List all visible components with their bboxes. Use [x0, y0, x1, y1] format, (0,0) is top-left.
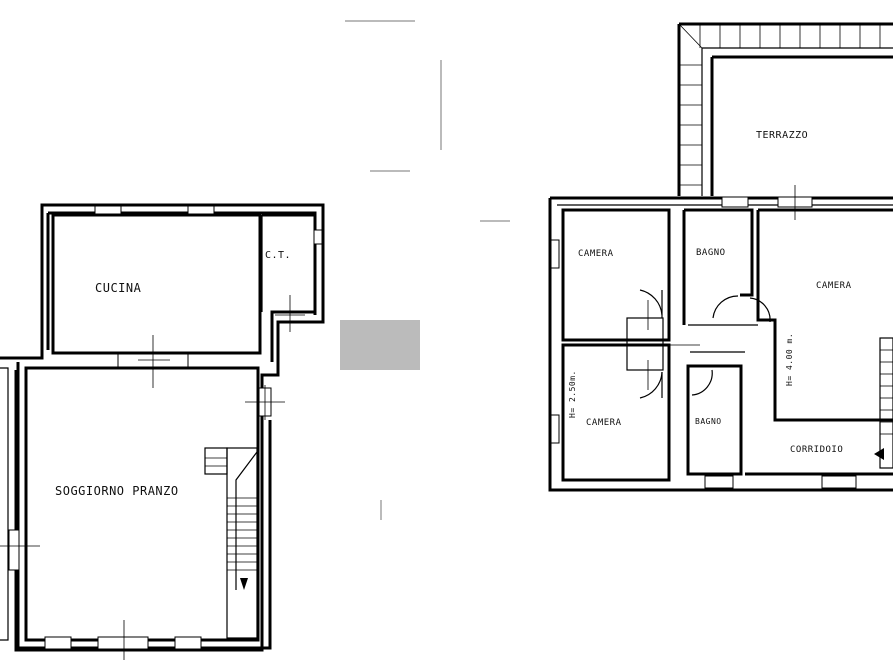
room-label-ct: C.T. [265, 250, 291, 261]
height-label-250: H= 2.50m. [568, 370, 577, 418]
height-label-400: H= 4.00 m. [785, 333, 794, 386]
room-label-bagno-top: BAGNO [696, 248, 726, 258]
room-label-cucina: CUCINA [95, 281, 142, 295]
ground-floor [0, 203, 325, 660]
room-label-camera-bottom-left: CAMERA [586, 418, 622, 428]
room-label-terrazzo: TERRAZZO [756, 130, 808, 141]
ground-stairs [204, 447, 258, 639]
scan-noise [340, 20, 510, 520]
room-label-camera-big: CAMERA [816, 281, 852, 291]
upper-stairs [874, 337, 893, 469]
room-label-corridoio: CORRIDOIO [790, 445, 843, 455]
room-label-bagno-bottom: BAGNO [695, 417, 722, 426]
room-label-camera-top-left: CAMERA [578, 249, 614, 259]
room-label-soggiorno: SOGGIORNO PRANZO [55, 484, 179, 498]
upper-floor [548, 22, 893, 492]
